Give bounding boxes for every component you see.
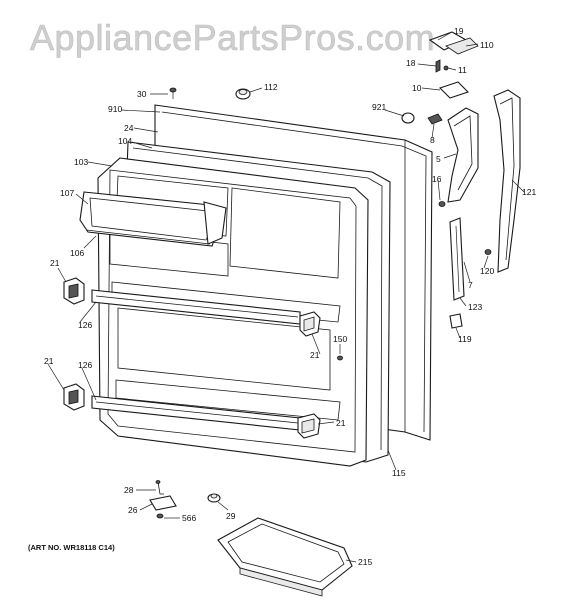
label-126-a: 126 [78, 320, 92, 330]
label-10: 10 [412, 83, 422, 93]
label-921: 921 [372, 102, 386, 112]
door-handle [447, 107, 479, 203]
label-126-b: 126 [78, 360, 92, 370]
pin-28 [155, 480, 164, 495]
label-115: 115 [392, 468, 406, 478]
handle-trim [493, 89, 521, 273]
label-910: 910 [108, 104, 122, 114]
shelf-cap-left-lower [63, 383, 85, 411]
label-21-c: 21 [44, 356, 54, 366]
label-5: 5 [436, 154, 441, 164]
label-112: 112 [264, 82, 278, 92]
screw-30 [169, 87, 177, 99]
label-18: 18 [406, 58, 416, 68]
plug-921 [401, 112, 415, 124]
leader-lines [47, 31, 525, 563]
bin-215 [217, 517, 353, 597]
cap-119 [449, 313, 463, 329]
label-8: 8 [430, 135, 435, 145]
label-110: 110 [480, 40, 494, 50]
screw-150 [337, 355, 343, 361]
label-566: 566 [182, 513, 196, 523]
label-24: 24 [124, 123, 134, 133]
label-106: 106 [70, 248, 84, 258]
shelf-cap-right-lower [297, 413, 321, 439]
plug-112 [235, 88, 251, 100]
dairy-door [79, 191, 227, 247]
bracket-26 [149, 495, 177, 511]
screw-16 [438, 201, 446, 207]
label-119: 119 [458, 334, 472, 344]
label-19: 19 [454, 26, 464, 36]
watermark-text: AppliancePartsPros.com [30, 17, 435, 58]
shelf-cap-left-upper [63, 277, 85, 305]
bushing-29 [207, 493, 221, 503]
label-29: 29 [226, 511, 236, 521]
label-103: 103 [74, 157, 88, 167]
label-120: 120 [480, 266, 494, 276]
part-labels: 19 110 18 11 30 112 10 910 921 24 8 104 … [44, 26, 536, 567]
art-number: (ART NO. WR18118 C14) [28, 543, 115, 552]
label-21-d: 21 [336, 418, 346, 428]
label-104: 104 [118, 136, 132, 146]
label-150: 150 [333, 334, 347, 344]
label-121: 121 [522, 187, 536, 197]
screw-120 [484, 249, 492, 255]
label-215: 215 [358, 557, 372, 567]
label-11: 11 [458, 65, 467, 75]
label-21-a: 21 [50, 258, 60, 268]
label-16: 16 [432, 174, 442, 184]
label-21-b: 21 [310, 350, 320, 360]
label-123: 123 [468, 302, 482, 312]
label-107: 107 [60, 188, 74, 198]
shelf-cap-right-upper [299, 311, 321, 337]
label-7: 7 [468, 280, 473, 290]
screw-566 [156, 513, 164, 519]
handle-rail [449, 217, 465, 301]
top-hinge-assembly [427, 31, 479, 125]
label-26: 26 [128, 505, 138, 515]
label-30: 30 [137, 89, 147, 99]
label-28: 28 [124, 485, 134, 495]
